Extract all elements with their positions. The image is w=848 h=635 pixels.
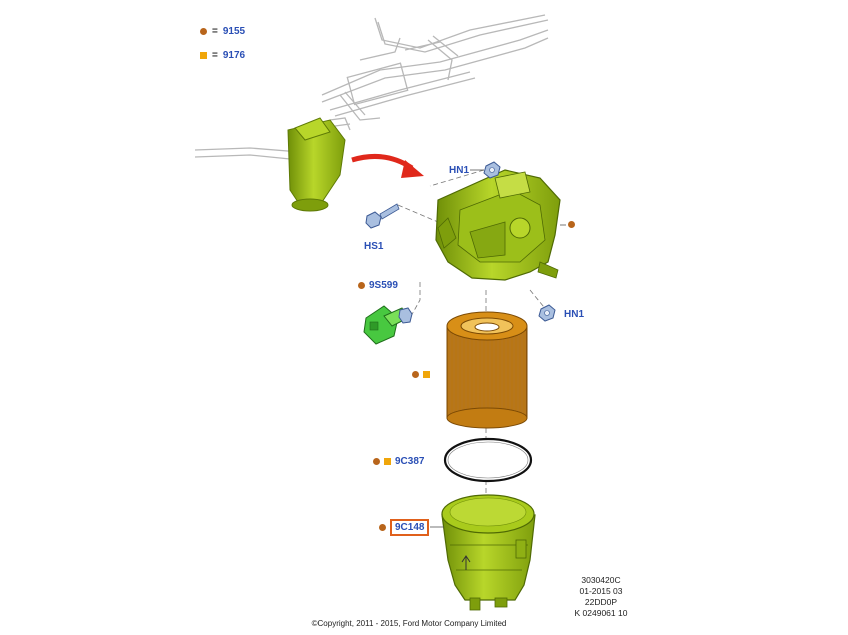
label-hs1[interactable]: HS1 — [364, 241, 384, 252]
callout-9c387: 9C387 — [373, 456, 424, 467]
legend-dot-label: 9155 — [222, 26, 246, 37]
filter-bowl-9c148 — [441, 494, 536, 611]
brown-dot-marker — [412, 371, 419, 378]
o-ring-9c387 — [443, 437, 533, 483]
legend-square-label: 9176 — [222, 50, 246, 61]
brown-dot-marker — [568, 221, 575, 228]
vehicle-frame-outline — [194, 14, 549, 161]
diagram-reference-block: 3030420C 01-2015 03 22DD0P K 0249061 10 — [558, 575, 644, 619]
equals-sign: = — [212, 26, 218, 37]
brown-dot-marker — [373, 458, 380, 465]
filter-element — [446, 311, 528, 429]
label-9c148[interactable]: 9C148 — [390, 519, 430, 536]
orange-square-marker — [384, 458, 391, 465]
label-hn1-right[interactable]: HN1 — [564, 309, 585, 320]
brown-dot-marker — [358, 282, 365, 289]
label-9s599[interactable]: 9S599 — [369, 280, 398, 291]
callout-housing-marker — [568, 221, 575, 228]
callout-filter-element — [412, 371, 430, 378]
label-leader-lines — [430, 169, 566, 528]
ref-line-1: 3030420C — [581, 575, 621, 585]
bolt-hs1 — [365, 203, 400, 229]
red-direction-arrow — [351, 153, 424, 178]
filter-head-housing — [435, 169, 561, 281]
callout-9c148: 9C148 — [379, 519, 430, 536]
equals-sign: = — [212, 50, 218, 61]
legend-row-square: = 9176 — [200, 50, 245, 61]
orange-square-marker — [423, 371, 430, 378]
label-9c387[interactable]: 9C387 — [395, 456, 425, 467]
legend-row-dot: = 9155 — [200, 26, 245, 37]
orange-square-marker — [200, 52, 207, 59]
fuel-filter-in-vehicle — [287, 117, 346, 212]
label-hn1-top[interactable]: HN1 — [449, 165, 470, 176]
brown-dot-marker — [379, 524, 386, 531]
hex-nut-right — [538, 304, 556, 322]
water-sensor-9s599 — [363, 305, 413, 345]
brown-dot-marker — [200, 28, 207, 35]
ref-line-3: 22DD0P — [584, 597, 618, 607]
ref-line-2: 01-2015 03 — [579, 586, 623, 596]
copyright-notice: ©Copyright, 2011 - 2015, Ford Motor Comp… — [311, 619, 507, 628]
ref-line-4: K 0249061 10 — [574, 608, 628, 618]
callout-9s599: 9S599 — [358, 280, 398, 291]
hex-nut-top — [483, 161, 501, 179]
